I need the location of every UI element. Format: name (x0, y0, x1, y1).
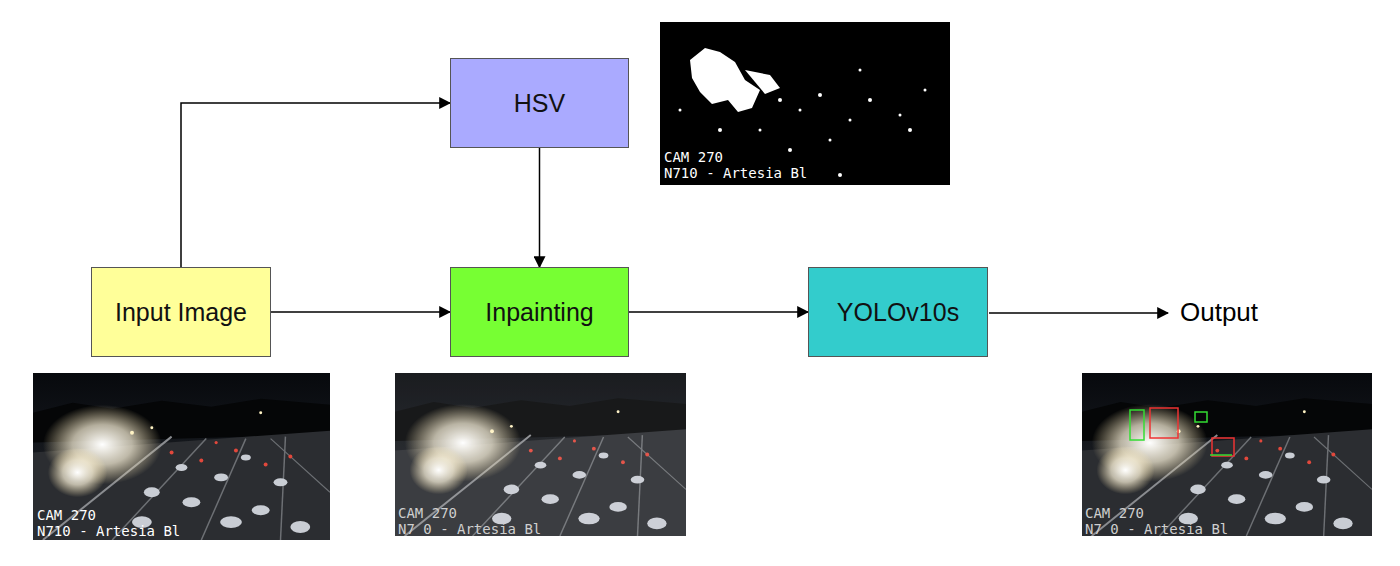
camera-id: CAM 270 (398, 506, 457, 520)
output-label: Output (1180, 299, 1258, 325)
input-photo (33, 373, 330, 540)
arrow-connector (539, 148, 541, 267)
arrow-connector (271, 311, 450, 313)
camera-id: CAM 270 (1085, 506, 1144, 520)
process-box: Inpainting (450, 267, 629, 357)
node-label: Input Image (115, 298, 247, 327)
process-box: HSV (450, 58, 629, 148)
node-label: YOLOv10s (837, 298, 959, 327)
arrow-connector (629, 311, 808, 313)
camera-location: N710 - Artesia Bl (664, 166, 807, 180)
hsv-mask (660, 22, 950, 185)
camera-id: CAM 270 (37, 508, 96, 522)
detection-boxes (1130, 408, 1234, 456)
node-label: HSV (514, 89, 565, 118)
output-photo (1082, 373, 1372, 536)
input-box: Input Image (91, 267, 271, 357)
camera-location: N7 0 - Artesia Bl (1085, 522, 1228, 536)
inpainted-photo (395, 373, 686, 536)
camera-location: N7 0 - Artesia Bl (398, 522, 541, 536)
node-label: Inpainting (485, 298, 593, 327)
arrow-connector (181, 103, 450, 267)
camera-id: CAM 270 (664, 150, 723, 164)
camera-location: N710 - Artesia Bl (37, 524, 180, 538)
model-box: YOLOv10s (808, 267, 988, 357)
output-arrow (989, 312, 1168, 314)
